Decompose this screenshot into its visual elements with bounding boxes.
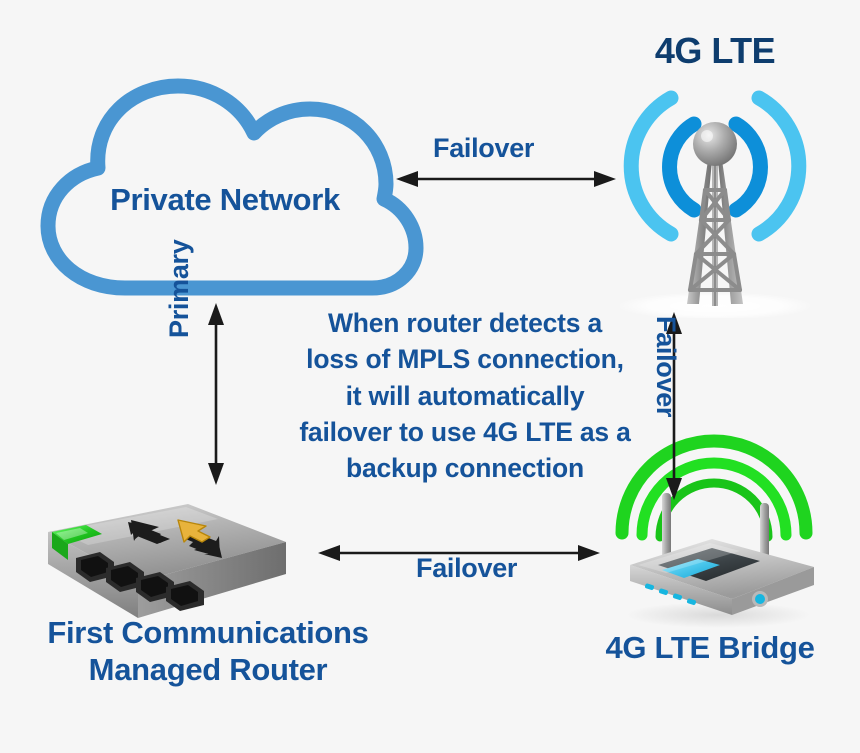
connector-cloud-router [208,303,224,485]
lte-bridge-node[interactable]: 4G LTE Bridge [600,415,860,685]
network-router-icon [48,504,286,618]
lte-bridge-caption: 4G LTE Bridge [605,630,815,665]
managed-router-node[interactable]: First Communications Managed Router [18,490,369,740]
note-line-2: loss of MPLS connection, [306,344,624,375]
private-network-label: Private Network [110,182,340,217]
router-caption-line-2: Managed Router [88,651,328,687]
connector-cloud-tower [396,171,616,187]
cloud-outline-icon [40,78,424,296]
connector-label-cloud-tower: Failover [433,133,535,163]
connector-label-tower-bridge: Failover [651,316,681,418]
failover-note: When router detects a loss of MPLS conne… [278,305,652,486]
router-caption-line-1: First Communications [47,615,369,650]
note-line-1: When router detects a [327,308,603,338]
wireless-bridge-icon [615,434,814,628]
note-line-4: failover to use 4G LTE as a [299,416,631,447]
managed-router-caption: First Communications Managed Router [8,615,408,688]
connector-tower-bridge [666,312,682,500]
cell-tower-icon [617,90,813,318]
private-network-node[interactable]: Private Network [20,60,430,300]
connector-label-cloud-router: Primary [164,239,194,338]
tower-title-label: 4G LTE [654,30,776,71]
note-line-3: it will automatically [345,380,585,411]
tower-node[interactable]: 4G LTE [575,20,855,318]
connector-label-router-bridge: Failover [416,553,518,583]
note-line-5: backup connection [345,453,585,484]
connector-router-bridge [318,545,600,561]
